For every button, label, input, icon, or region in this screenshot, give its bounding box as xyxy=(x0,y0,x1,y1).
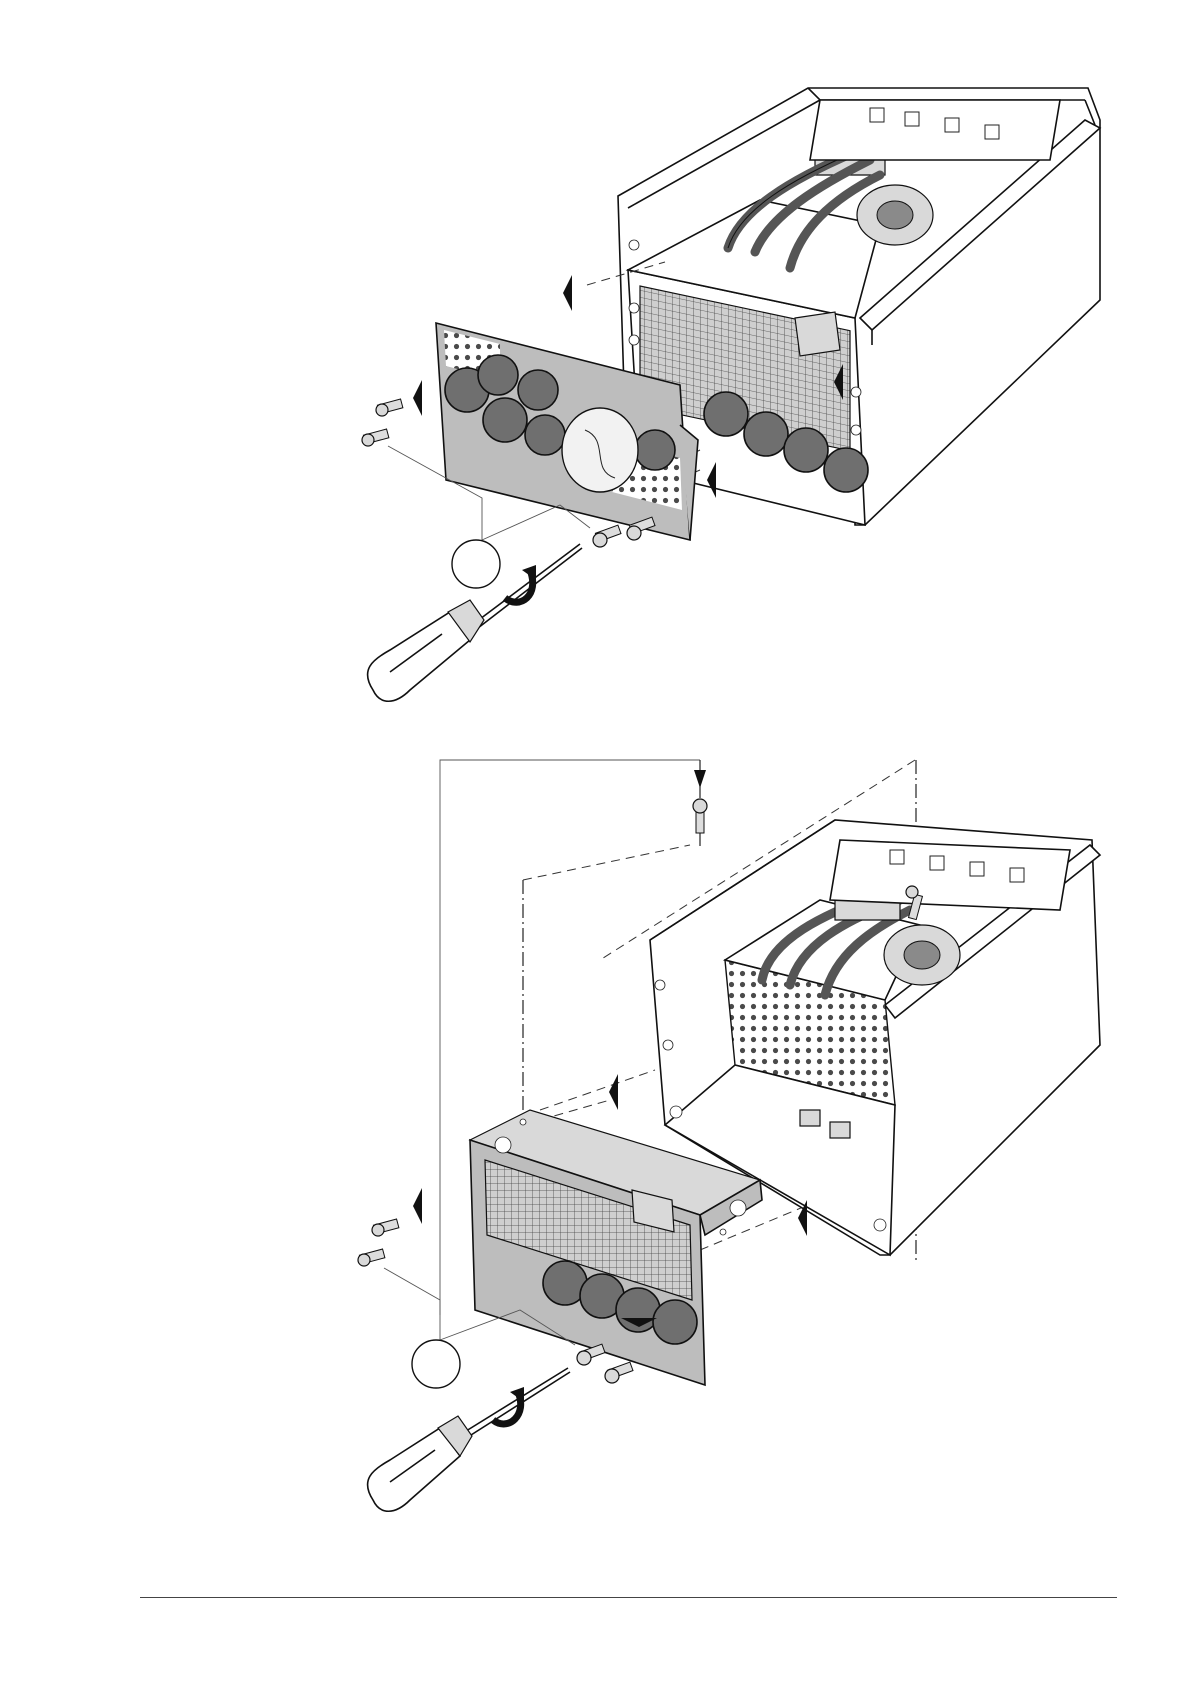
fixing-screw-icon xyxy=(372,1219,399,1236)
cable-grommet-icon xyxy=(478,355,518,395)
direction-arrow-icon xyxy=(413,1188,422,1224)
screwdriver-icon xyxy=(368,1368,570,1511)
fixing-screw-icon xyxy=(362,429,389,446)
direction-arrow-icon xyxy=(413,380,422,416)
footer-rule xyxy=(140,1597,1117,1598)
cable-grommet-icon xyxy=(525,415,565,455)
callout-circle-icon xyxy=(412,1340,460,1388)
fixing-screw-icon xyxy=(605,1362,633,1383)
fixing-screw-icon xyxy=(376,399,403,416)
fixing-screw-icon xyxy=(693,799,707,833)
rotation-arrow-icon xyxy=(493,1392,521,1424)
fixing-screw-icon xyxy=(358,1249,385,1266)
cable-grommet-icon xyxy=(518,370,558,410)
fixing-screw-icon xyxy=(593,525,621,547)
top-step-illustration xyxy=(362,88,1100,701)
direction-arrow-icon xyxy=(563,275,572,311)
cable-grommet-icon xyxy=(784,428,828,472)
cable-grommet-icon xyxy=(483,398,527,442)
cable-grommet-icon xyxy=(653,1300,697,1344)
bottom-step-illustration xyxy=(358,760,1100,1511)
callout-circle-icon xyxy=(452,540,500,588)
cable-grommet-icon xyxy=(635,430,675,470)
cable-grommet-icon xyxy=(704,392,748,436)
direction-arrow-icon xyxy=(609,1074,618,1110)
cable-grommet-icon xyxy=(824,448,868,492)
direction-arrow-icon xyxy=(694,770,706,788)
cable-grommet-icon xyxy=(744,412,788,456)
